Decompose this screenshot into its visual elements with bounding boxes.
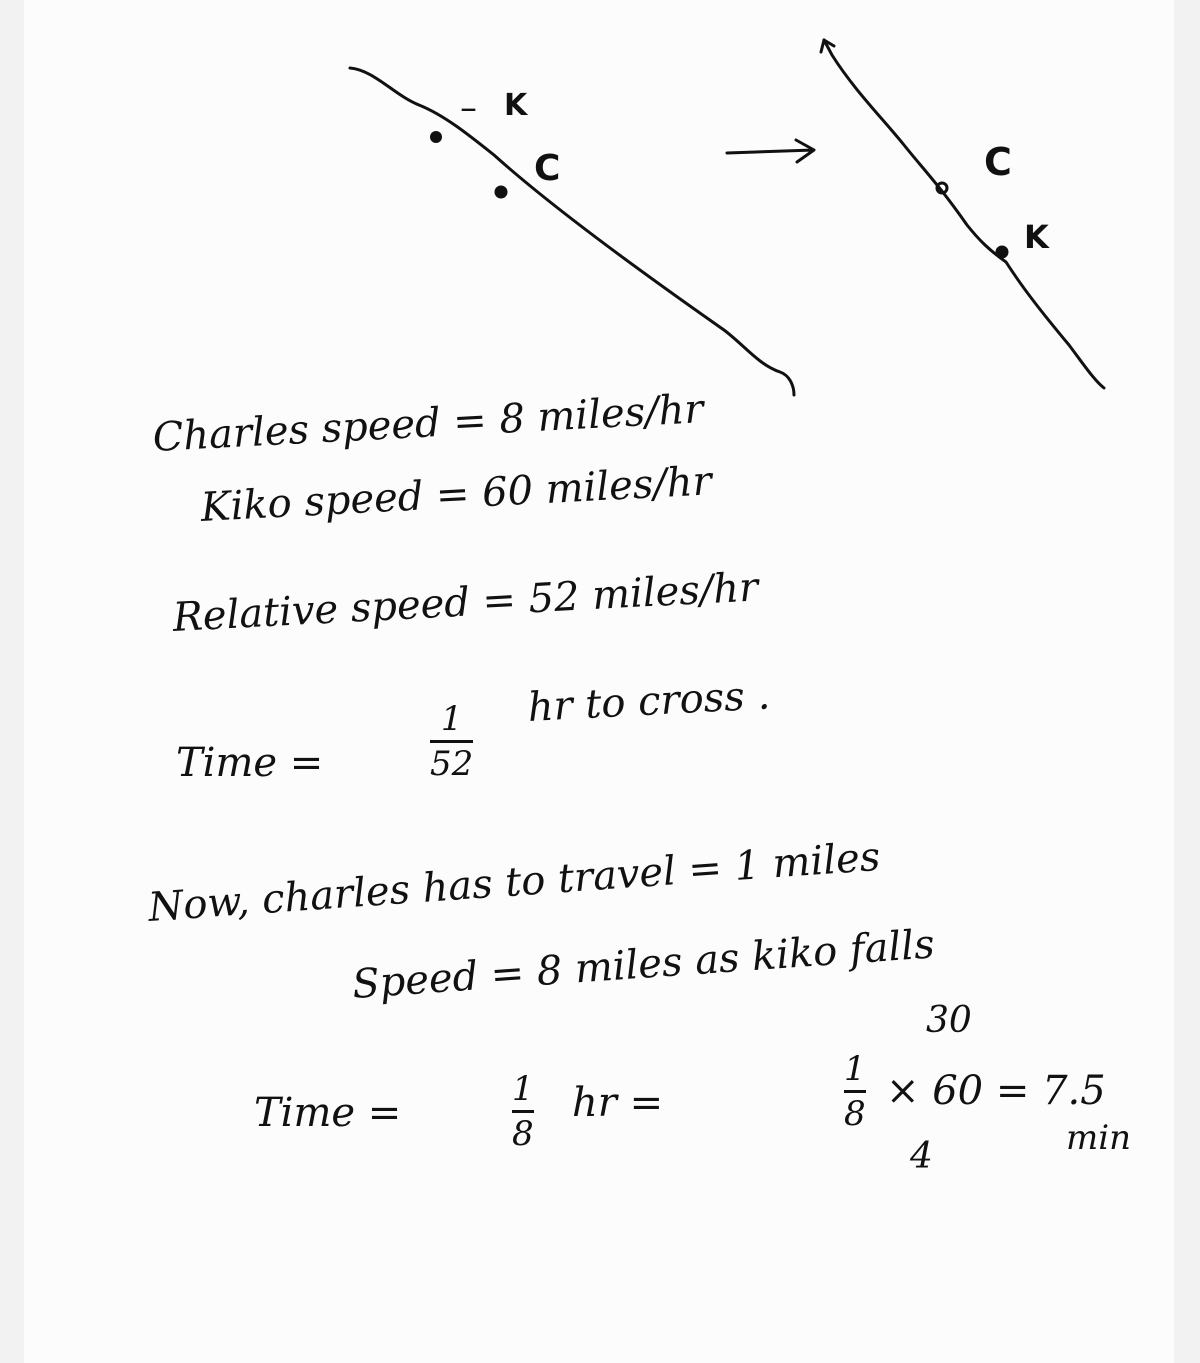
point-c-before [494, 185, 508, 199]
label-k-after: K [1024, 218, 1049, 256]
label-c-after: C [984, 140, 1012, 184]
cancel-mark-4: 4 [910, 1136, 933, 1177]
time-final-calc: × 60 = 7.5 [886, 1068, 1106, 1114]
line-relative-speed: Relative speed = 52 miles/hr [171, 564, 760, 641]
time-final-label: Time = [254, 1090, 402, 1136]
line-speed-8: Speed = 8 miles as kiko falls [350, 921, 937, 1008]
time-cross-label: Time = [176, 740, 324, 786]
point-k-after [995, 245, 1009, 259]
line-now-charles: Now, charles has to travel = 1 miles [146, 833, 882, 931]
motion-diagram [348, 38, 1106, 397]
track-line-after [822, 38, 1106, 390]
label-k-before: K [504, 88, 528, 123]
time-cross-suffix: hr to cross . [526, 672, 772, 731]
fraction-1-over-8-calc: 1 8 [844, 1049, 866, 1134]
point-c-after [935, 181, 949, 195]
dash-mark: – [460, 88, 477, 128]
line-kiko-speed: Kiko speed = 60 miles/hr [199, 458, 713, 531]
transition-arrow-icon [725, 138, 816, 164]
fraction-1-over-8-hr: 1 8 [512, 1069, 534, 1154]
time-final-hr: hr = [572, 1080, 664, 1126]
fraction-1-over-52: 1 52 [430, 699, 474, 784]
point-k-before [430, 131, 442, 143]
track-line-before [348, 66, 796, 397]
cancel-mark-30: 30 [926, 1000, 972, 1041]
unit-min: min [1066, 1118, 1132, 1158]
label-c-before: C [534, 148, 561, 189]
handwritten-note-page: – K C C K Charles speed = 8 miles/hr Kik… [24, 0, 1174, 1363]
